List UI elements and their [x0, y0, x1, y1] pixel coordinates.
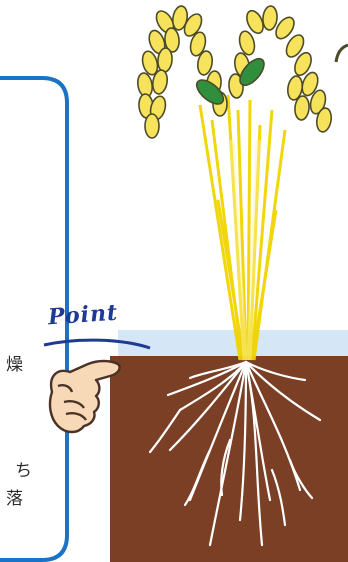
water-band [118, 330, 348, 360]
soil-block [110, 356, 348, 562]
pointing-hand-icon [50, 361, 120, 432]
point-label: Point [47, 300, 119, 331]
rice-panicle-right [228, 5, 333, 133]
stem-fragment-right [336, 45, 348, 62]
text-fragment-dry: 燥 [6, 357, 23, 374]
text-fragment-chi: ち [15, 463, 32, 480]
rice-panicle-left [136, 5, 227, 138]
text-fragment-fall: 落 [6, 491, 23, 508]
